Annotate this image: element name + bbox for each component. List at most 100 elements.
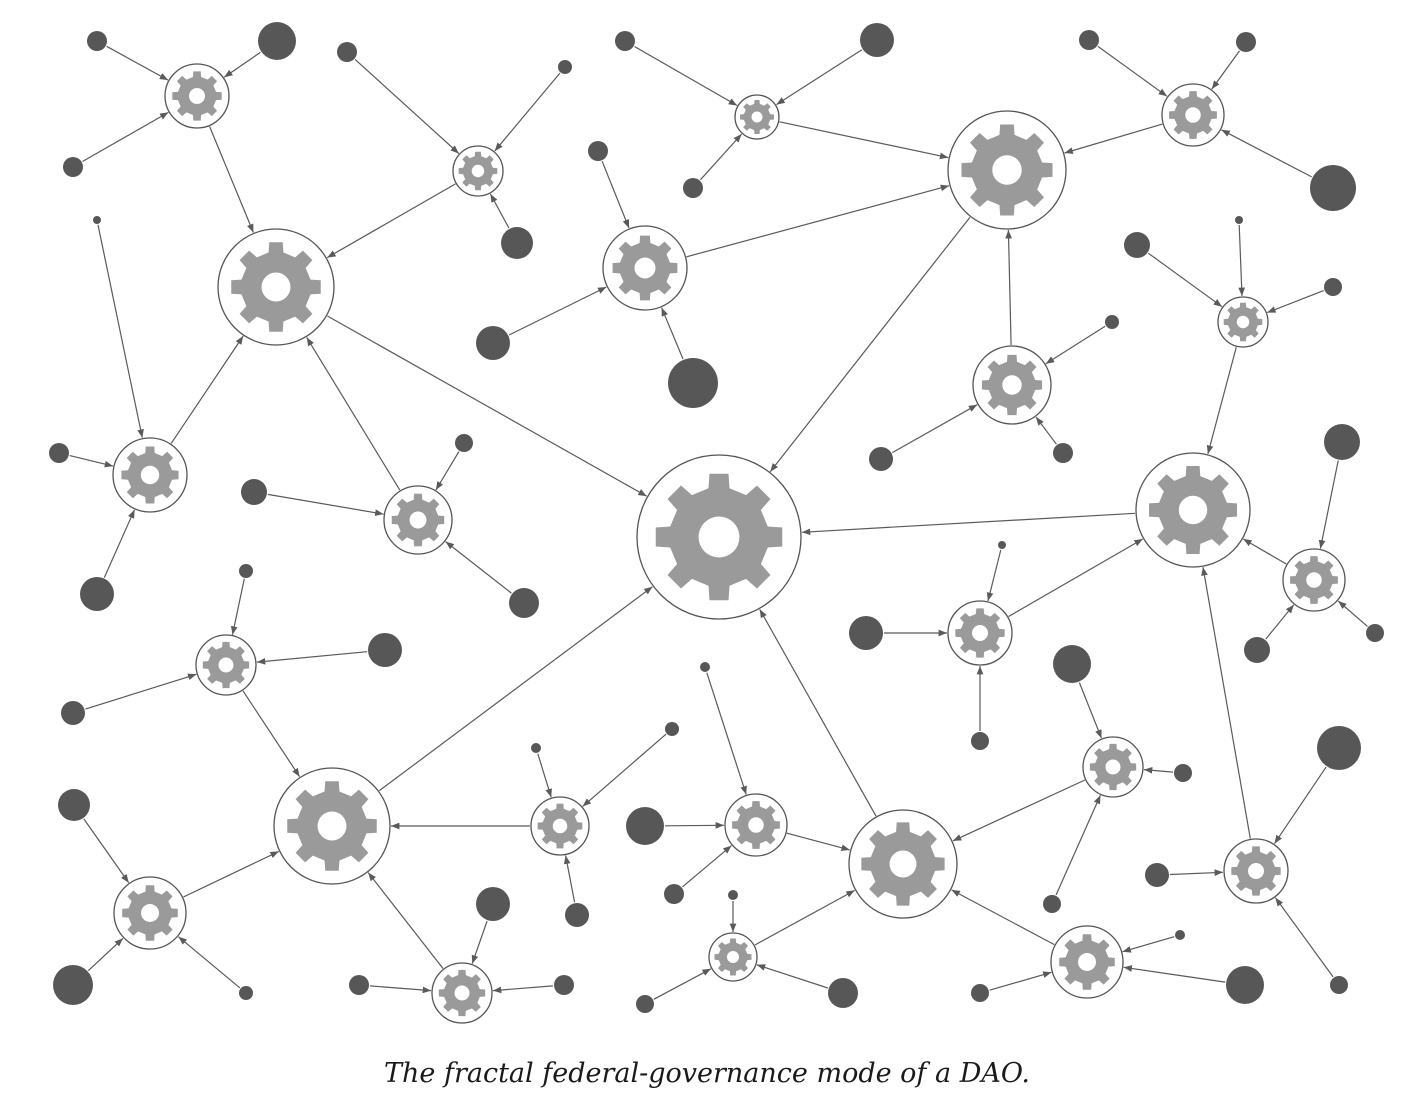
edge-arrow [664, 822, 725, 829]
edge-arrow [82, 111, 169, 163]
edge-arrow [759, 609, 877, 817]
member-node [61, 701, 85, 725]
governance-hub [383, 485, 453, 555]
gear-icon [458, 151, 498, 191]
edge-arrow [178, 936, 241, 989]
member-node [828, 978, 858, 1008]
edge-arrow [801, 512, 1136, 536]
member-node [1330, 976, 1348, 994]
edge-arrow [69, 455, 114, 468]
gear-icon [391, 493, 445, 547]
member-node [1053, 645, 1091, 683]
member-node [80, 577, 114, 611]
edge-arrow [367, 872, 444, 969]
edge-arrow [267, 493, 384, 517]
governance-hub [708, 932, 758, 982]
edge-arrow [1078, 682, 1103, 739]
member-node [683, 178, 703, 198]
edge-arrow [754, 889, 855, 946]
edge-arrow [1242, 538, 1287, 565]
edge-arrow [1035, 416, 1057, 445]
gear-icon [714, 938, 752, 976]
edge-arrow [354, 58, 460, 154]
edge-arrow [1265, 604, 1295, 640]
gear-icon [1290, 556, 1338, 604]
governance-hub [724, 793, 788, 857]
edge-arrow [170, 335, 244, 444]
member-node [1105, 315, 1119, 329]
governance-hub [530, 796, 590, 856]
member-node [476, 326, 510, 360]
member-node [626, 807, 664, 845]
edge-arrow [183, 850, 280, 898]
governance-hub [1082, 736, 1144, 798]
edge-arrow [1201, 566, 1251, 839]
figure-caption: The fractal federal-governance mode of a… [384, 1058, 1030, 1089]
edge-arrow [1064, 123, 1163, 154]
edge-arrow [1008, 538, 1144, 618]
gear-icon [732, 801, 780, 849]
governance-hub [273, 767, 391, 885]
gear-icon [740, 100, 774, 134]
governance-hub [431, 962, 493, 1024]
edge-arrow [435, 451, 460, 491]
edge-arrow [1123, 965, 1226, 983]
gear-icon [202, 641, 250, 689]
member-node [636, 995, 654, 1013]
edge-arrow [1143, 766, 1174, 774]
edge-arrow [952, 779, 1086, 842]
edge-arrow [223, 51, 261, 78]
edge-arrow [563, 855, 576, 903]
edge-arrow [989, 971, 1052, 991]
member-node [1235, 216, 1243, 224]
edge-arrow [1238, 224, 1246, 297]
member-node [1145, 863, 1169, 887]
edge-arrow [986, 549, 1002, 602]
edge-arrow [634, 45, 738, 107]
member-node [337, 42, 357, 62]
edge-arrow [97, 224, 144, 438]
governance-hub [1282, 548, 1346, 612]
edge-arrow [106, 45, 169, 81]
edge-arrow [209, 126, 254, 233]
member-node [1244, 637, 1270, 663]
member-node [1310, 165, 1356, 211]
member-node [1053, 443, 1073, 463]
member-node [1317, 726, 1361, 770]
edge-arrow [369, 985, 432, 994]
gear-icon [1089, 743, 1137, 791]
governance-hub [947, 110, 1067, 230]
governance-hub [947, 600, 1013, 666]
member-node [1324, 278, 1342, 296]
edge-arrow [769, 216, 971, 473]
gear-icon [122, 885, 178, 941]
member-node [63, 157, 83, 177]
edge-arrow [786, 832, 850, 851]
edge-arrow [892, 404, 978, 454]
edge-arrow [1206, 346, 1237, 455]
edge-arrow [686, 184, 950, 258]
governance-hub [452, 145, 504, 197]
governance-hub [112, 437, 188, 513]
member-node [53, 965, 93, 1005]
dao-network-diagram [49, 22, 1384, 1024]
member-node [476, 887, 510, 921]
member-node [1124, 232, 1150, 258]
gear-icon [981, 354, 1043, 416]
member-node [869, 447, 893, 471]
edge-arrow [1211, 50, 1240, 90]
edge-arrow [779, 121, 949, 160]
member-node [368, 633, 402, 667]
edge-arrow [83, 818, 130, 884]
edge-arrow [1274, 766, 1327, 844]
edge-arrow [661, 307, 684, 360]
gear-icon [961, 124, 1053, 216]
member-node [509, 588, 539, 618]
governance-hub [1050, 925, 1124, 999]
governance-hub [1135, 452, 1251, 568]
edge-arrow [1337, 600, 1368, 627]
edge-arrow [508, 286, 607, 336]
governance-hub [1161, 83, 1225, 147]
governance-hub [113, 876, 187, 950]
member-node [971, 984, 989, 1002]
